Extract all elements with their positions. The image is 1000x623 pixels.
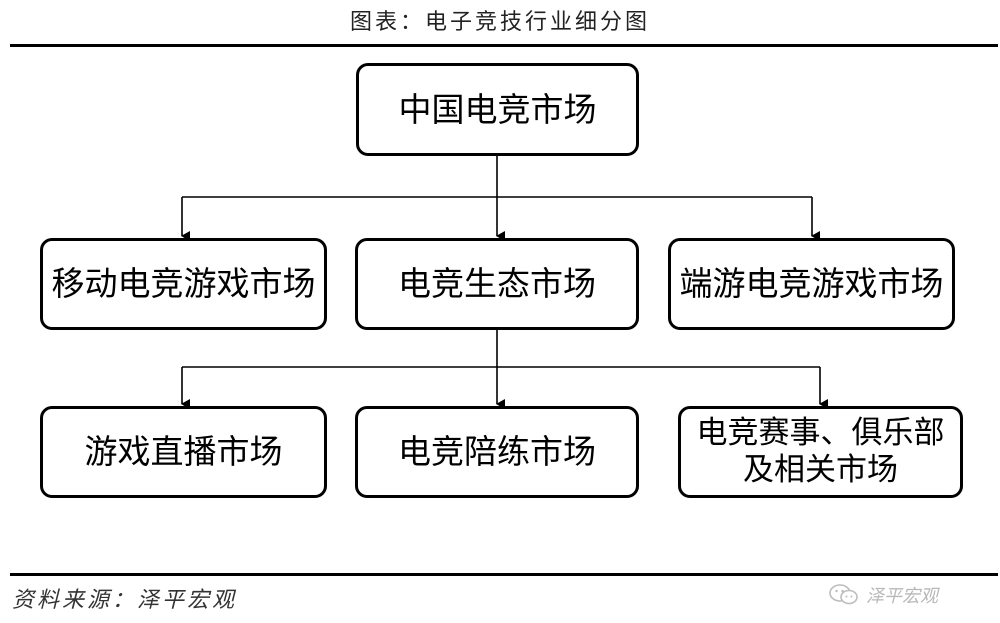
watermark-text: 泽平宏观 [866,586,938,607]
tournaments-clubs-node: 电竞赛事、俱乐部及相关市场 [678,406,963,498]
coaching-node: 电竞陪练市场 [355,406,639,498]
wechat-icon [829,584,858,605]
ecosystem-node: 电竞生态市场 [355,238,639,330]
figure-title: 图表：电子竞技行业细分图 [349,10,650,35]
root-node: 中国电竞市场 [356,63,639,156]
source-note: 资料来源：泽平宏观 [12,588,238,613]
mobile-esports-node: 移动电竞游戏市场 [40,238,327,330]
top-rule [10,44,998,47]
live-streaming-node: 游戏直播市场 [40,406,327,498]
bottom-rule [10,573,998,576]
watermark: 泽平宏观 [828,582,938,608]
pc-esports-node: 端游电竞游戏市场 [668,238,955,330]
